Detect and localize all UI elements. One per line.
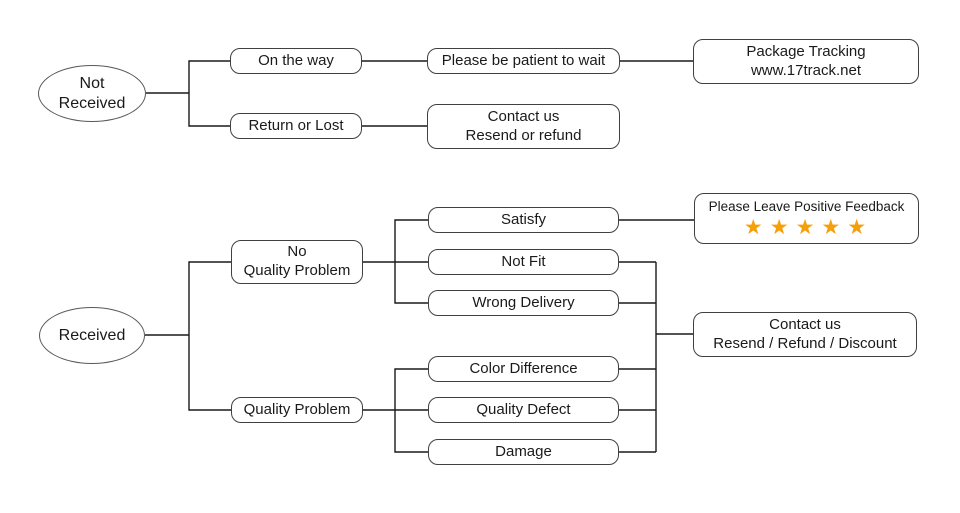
node-label: Return or Lost [248,116,344,134]
node-on-the-way: On the way [230,48,362,74]
node-label: Received [58,326,126,344]
node-label: Damage [495,442,552,460]
node-label: Color Difference [469,359,578,377]
edge-qp-fan [394,368,428,453]
node-wrong-delivery: Wrong Delivery [428,290,619,316]
node-damage: Damage [428,439,619,465]
node-contact-us-resend-refund: Contact us Resend or refund [427,104,620,149]
edge-not-received-split [188,60,230,127]
node-label: Contact us Resend / Refund / Discount [713,315,897,352]
node-return-or-lost: Return or Lost [230,113,362,139]
node-no-quality-problem: No Quality Problem [231,240,363,284]
node-label: Wrong Delivery [472,293,575,311]
node-package-tracking: Package Tracking www.17track.net [693,39,919,84]
node-label: Satisfy [500,210,546,228]
node-label: No Quality Problem [243,243,351,279]
node-not-received: Not Received [38,65,146,122]
node-quality-defect: Quality Defect [428,397,619,423]
five-star-rating-icon: ★★★★★ [743,214,874,239]
node-please-be-patient: Please be patient to wait [427,48,620,74]
edge-nqp-fan [394,219,428,304]
node-not-fit: Not Fit [428,249,619,275]
node-label: On the way [258,51,334,69]
node-received: Received [39,307,145,364]
node-label: Please be patient to wait [441,51,606,69]
node-label: Quality Problem [243,400,351,418]
node-contact-us-discount: Contact us Resend / Refund / Discount [693,312,917,357]
node-label: Package Tracking www.17track.net [746,42,866,79]
node-label: Not Received [58,74,126,112]
edge-received-split [188,261,231,411]
edge-collector [619,261,693,453]
node-label: Please Leave Positive Feedback [708,199,905,215]
node-positive-feedback: Please Leave Positive Feedback ★★★★★ [694,193,919,244]
node-color-difference: Color Difference [428,356,619,382]
node-satisfy: Satisfy [428,207,619,233]
node-label: Contact us Resend or refund [465,107,582,144]
node-label: Quality Defect [476,400,571,418]
node-quality-problem: Quality Problem [231,397,363,423]
node-label: Not Fit [501,252,546,270]
